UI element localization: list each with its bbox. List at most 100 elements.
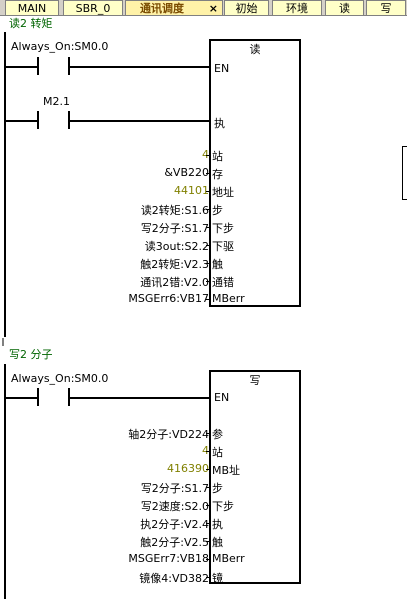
parameter-row: 触2转矩:V2.3 [0,256,209,271]
contact-label: Always_On:SM0.0 [11,372,109,385]
pin-wire [206,433,210,434]
pin-exec: 执 [214,117,225,130]
parameter-value[interactable]: 44101 [174,184,209,197]
pin-wire [206,209,210,210]
pin-label: 镜 [212,572,223,585]
pin-label: 地址 [212,186,234,199]
parameter-value[interactable]: 通讯2错:V2.0 [140,276,209,289]
parameter-row: 通讯2错:V2.0 [0,274,209,289]
parameter-value[interactable]: 镜像4:VD382 [139,572,209,585]
parameter-row: 读2转矩:S1.6 [0,202,209,217]
pin-label: 下驱 [212,240,234,253]
pin-wire [206,487,210,488]
pin-wire [206,541,210,542]
pin-wire [206,227,210,228]
parameter-value[interactable]: 读2转矩:S1.6 [140,204,209,217]
power-rail [4,32,6,337]
pin-label: 触 [212,536,223,549]
tab-main[interactable]: MAIN [5,0,59,15]
parameter-value[interactable]: 触2转矩:V2.3 [140,258,209,271]
pin-wire [206,155,210,156]
parameter-value[interactable]: 触2分子:V2.5 [140,536,209,549]
parameter-row: MSGErr6:VB17 [0,292,209,306]
pin-wire [206,173,210,174]
pin-wire [206,299,210,300]
contact-right[interactable] [68,111,70,129]
pin-wire [206,469,210,470]
tab-bar: MAIN SBR_0 通讯调度 × 初始 环境 读 写 [0,0,407,16]
pin-wire [206,263,210,264]
parameter-value[interactable]: 4 [202,148,209,161]
pin-label: MBerr [212,292,245,305]
read-function-block[interactable]: 读 EN 执 [209,39,301,307]
rung-wire [6,397,38,399]
contact-right[interactable] [68,388,70,406]
tab-sbr0[interactable]: SBR_0 [63,0,123,15]
parameter-value[interactable]: 执2分子:V2.4 [140,518,209,531]
parameter-row: 4 [0,148,209,162]
pin-en: EN [214,391,230,404]
parameter-value[interactable]: 轴2分子:VD224 [128,428,209,441]
contact-left[interactable] [37,388,39,406]
pin-label: 站 [212,150,223,163]
parameter-value[interactable]: 写2分子:S1.7 [140,222,209,235]
parameter-row: MSGErr7:VB18 [0,552,209,566]
parameter-value[interactable]: &VB220 [164,166,209,179]
pin-label: 下步 [212,500,234,513]
rung-wire [70,66,210,68]
pin-label: 存 [212,168,223,181]
parameter-row: 44101 [0,184,209,198]
tab-env[interactable]: 环境 [272,0,322,15]
pin-label: 站 [212,446,223,459]
pin-wire [206,451,210,452]
parameter-row: 执2分子:V2.4 [0,516,209,531]
pin-wire [206,281,210,282]
parameter-value[interactable]: 读3out:S2.2 [144,240,209,253]
parameter-row: 4 [0,444,209,458]
parameter-value[interactable]: MSGErr7:VB18 [128,552,209,565]
parameter-row: 写2分子:S1.7 [0,220,209,235]
parameter-row: 镜像4:VD382 [0,570,209,585]
pin-en: EN [214,62,230,75]
parameter-row: 416390 [0,462,209,476]
pin-label: 参 [212,428,223,441]
contact-label: Always_On:SM0.0 [11,40,109,53]
contact-right[interactable] [68,57,70,75]
pin-label: MB址 [212,464,241,477]
tab-write[interactable]: 写 [366,0,406,15]
contact-left[interactable] [37,111,39,129]
parameter-row: 写2分子:S1.7 [0,480,209,495]
parameter-value[interactable]: 写2速度:S2.0 [140,500,209,513]
tab-comm-schedule[interactable]: 通讯调度 × [125,0,223,15]
rung-wire [70,397,210,399]
parameter-value[interactable]: 416390 [167,462,209,475]
write-function-block[interactable]: 写 EN [209,370,301,584]
parameter-value[interactable]: 写2分子:S1.7 [140,482,209,495]
parameter-row: 写2速度:S2.0 [0,498,209,513]
pin-wire [206,523,210,524]
scroll-marker[interactable] [402,146,407,200]
pin-label: 执 [212,518,223,531]
rung-wire [70,120,210,122]
rung-wire [6,66,38,68]
close-icon[interactable]: × [208,2,218,15]
parameter-value[interactable]: MSGErr6:VB17 [128,292,209,305]
tab-read[interactable]: 读 [325,0,364,15]
network-separator [2,338,4,346]
block-title: 写 [249,374,261,387]
pin-label: 下步 [212,222,234,235]
pin-label: 步 [212,482,223,495]
parameter-row: 读3out:S2.2 [0,238,209,253]
parameter-row: &VB220 [0,166,209,180]
network-title: 写2 分子 [9,348,53,361]
parameter-row: 轴2分子:VD224 [0,426,209,441]
pin-wire [206,559,210,560]
tab-init[interactable]: 初始 [224,0,269,15]
pin-label: 触 [212,258,223,271]
parameter-value[interactable]: 4 [202,444,209,457]
pin-label: MBerr [212,552,245,565]
network-title: 读2 转矩 [9,17,53,30]
block-title: 读 [249,43,261,56]
parameter-row: 触2分子:V2.5 [0,534,209,549]
contact-left[interactable] [37,57,39,75]
